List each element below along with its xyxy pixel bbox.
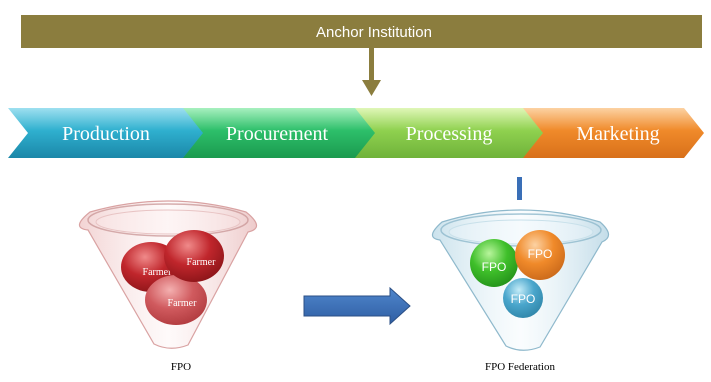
header-bar — [21, 15, 702, 48]
funnel-rim-inner — [95, 209, 241, 235]
fpo-federation-caption: FPO Federation — [485, 361, 555, 373]
chevron-label-procurement: Procurement — [226, 123, 329, 145]
fpo-ball: FPO — [470, 239, 518, 287]
chevron-label-production: Production — [62, 123, 150, 145]
header-down-arrow — [362, 48, 381, 96]
chevron-processing: Processing — [355, 108, 545, 158]
fpo-caption: FPO — [171, 361, 191, 373]
fpo-ball-label: FPO — [511, 292, 536, 306]
farmer-ball: Farmer — [164, 230, 224, 282]
header-title: Anchor Institution — [316, 24, 432, 41]
marketing-connector-line — [517, 177, 522, 200]
chevron-procurement: Procurement — [183, 108, 377, 158]
funnel-connector-arrow — [303, 286, 411, 326]
chevron-marketing: Marketing — [523, 108, 704, 158]
chevron-label-processing: Processing — [406, 123, 493, 145]
anchor-institution-bar: Anchor Institution — [21, 15, 702, 48]
value-chain: Production Procurement Processing Market… — [8, 108, 704, 158]
fpo-federation-funnel: FPO FPO FPO FPO Federation — [431, 209, 610, 373]
fpo-funnel: Farmer Farmer Farmer FPO — [78, 200, 258, 373]
farmer-ball-label: Farmer — [143, 267, 173, 278]
chevron-label-marketing: Marketing — [576, 123, 659, 145]
farmer-ball: Farmer — [145, 275, 207, 325]
farmer-ball-label: Farmer — [168, 298, 198, 309]
fpo-ball: FPO — [503, 278, 543, 318]
farmer-ball-label: Farmer — [187, 257, 217, 268]
fpo-ball-label: FPO — [528, 247, 553, 261]
funnel-rim — [87, 203, 249, 237]
chevron-production: Production — [8, 108, 205, 158]
fpo-ball-label: FPO — [482, 260, 507, 274]
fpo-ball: FPO — [515, 230, 565, 280]
